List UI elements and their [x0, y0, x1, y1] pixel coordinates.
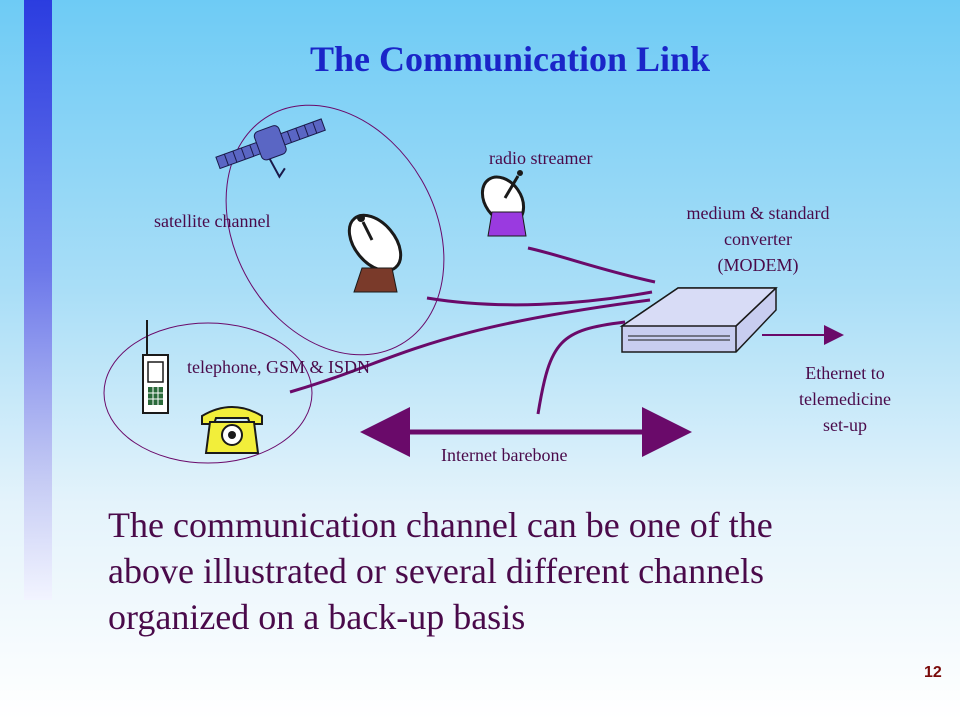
modem-label-line2: converter [724, 229, 792, 249]
modem-label-line1: medium & standard [686, 203, 830, 223]
body-line-2: above illustrated or several different c… [108, 551, 765, 591]
telephone-label: telephone, GSM & ISDN [187, 357, 370, 377]
desk-phone-icon [201, 406, 263, 454]
modem-label: medium & standard converter (MODEM) [648, 200, 868, 278]
satellite-link-line [426, 290, 653, 307]
ethernet-label: Ethernet to telemedicine set-up [760, 360, 930, 438]
telephone-link-line [289, 298, 651, 394]
radio-link-line [527, 246, 656, 284]
ethernet-label-line1: Ethernet to [805, 363, 885, 383]
satellite-group-ellipse [225, 104, 445, 356]
satellite-dish-icon [347, 213, 403, 293]
slide-title: The Communication Link [309, 39, 711, 79]
slide-sidebar-bar [24, 0, 52, 600]
page-number: 12 [924, 664, 942, 681]
body-line-1: The communication channel can be one of … [108, 505, 773, 545]
ethernet-label-line2: telemedicine [799, 389, 891, 409]
radio-streamer-label: radio streamer [489, 148, 593, 168]
satellite-icon [215, 118, 326, 179]
slide-body-text: The communication channel can be one of … [108, 502, 908, 640]
ethernet-label-line3: set-up [823, 415, 867, 435]
mobile-phone-icon [142, 320, 169, 414]
body-line-3: organized on a back-up basis [108, 597, 526, 637]
satellite-channel-label: satellite channel [154, 211, 271, 231]
internet-link-line [536, 320, 626, 415]
modem-icon [619, 287, 778, 353]
internet-barebone-label: Internet barebone [441, 445, 568, 465]
telephone-group-ellipse [103, 322, 313, 464]
modem-label-line3: (MODEM) [717, 255, 799, 275]
radio-dish-icon [480, 170, 527, 237]
